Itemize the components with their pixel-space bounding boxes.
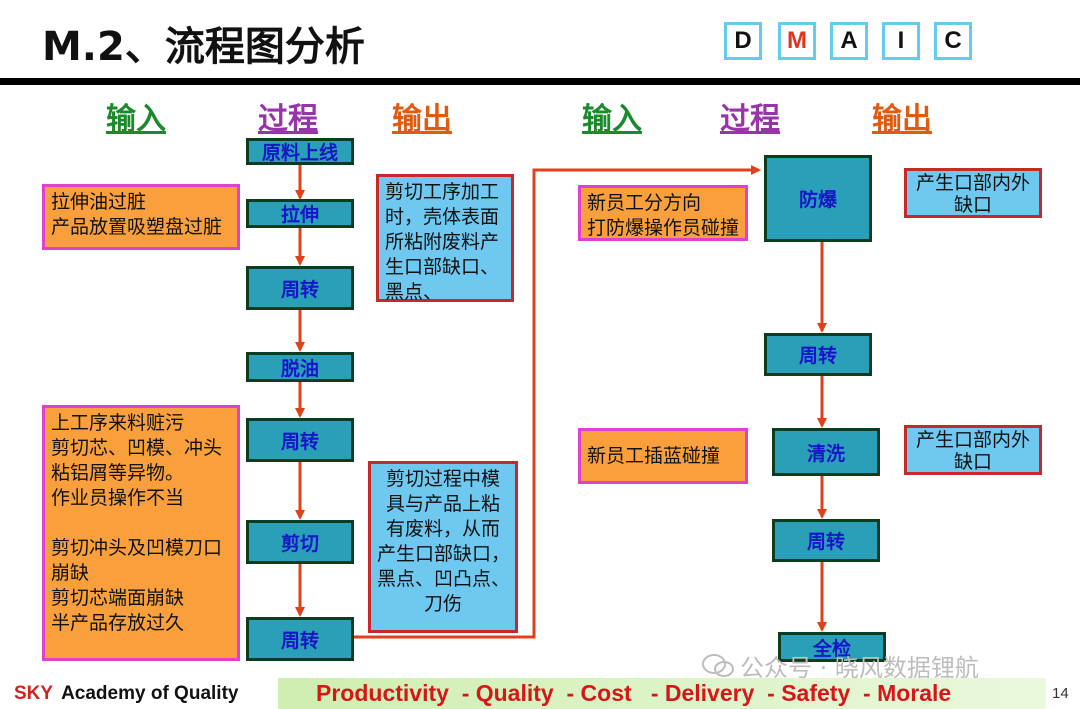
page-number: 14	[1052, 685, 1069, 702]
output-note: 剪切工序加工 时，壳体表面 所粘附废料产 生口部缺口、 黑点、	[376, 174, 514, 303]
process-step: 原料上线	[246, 138, 354, 165]
process-step: 剪切	[246, 520, 354, 564]
dmaic-d-box: D	[724, 22, 762, 60]
input-note: 上工序来料赃污 剪切芯、凹模、冲头 粘铝屑等异物。 作业员操作不当 剪切冲头及凹…	[42, 405, 240, 661]
dmaic-c-box: C	[934, 22, 972, 60]
output-note: 产生口部内外 缺口	[904, 425, 1042, 475]
footer-bar	[278, 678, 1046, 709]
left-input-header: 输入	[106, 102, 166, 137]
input-note: 拉伸油过脏 产品放置吸塑盘过脏	[42, 184, 240, 250]
footer-brand: SKY Academy of Quality	[14, 683, 238, 705]
dmaic-i-box: I	[882, 22, 920, 60]
process-step: 防爆	[764, 155, 872, 242]
right-output-header: 输出	[872, 102, 932, 137]
wechat-icon	[702, 653, 734, 677]
output-note: 产生口部内外 缺口	[904, 168, 1042, 218]
right-input-header: 输入	[582, 102, 642, 137]
process-step: 周转	[772, 519, 880, 562]
title-divider	[0, 78, 1080, 85]
dmaic-m-box: M	[778, 22, 816, 60]
footer-slogan: Productivity - Quality - Cost - Delivery…	[316, 680, 952, 706]
output-note: 剪切过程中模 具与产品上粘 有废料，从而 产生口部缺口， 黑点、凹凸点、 刀伤	[368, 461, 518, 633]
process-step: 周转	[246, 418, 354, 462]
process-step: 周转	[246, 266, 354, 310]
process-step: 脱油	[246, 352, 354, 382]
arrow-connector	[354, 165, 761, 639]
input-note: 新员工分方向 打防爆操作员碰撞	[578, 185, 748, 241]
footer-brand-sky: SKY	[14, 683, 54, 704]
process-step: 周转	[764, 333, 872, 376]
dmaic-a-box: A	[830, 22, 868, 60]
process-step: 清洗	[772, 428, 880, 476]
process-step: 全检	[778, 632, 886, 662]
left-process-header: 过程	[258, 102, 318, 137]
process-step: 拉伸	[246, 199, 354, 228]
input-note: 新员工插蓝碰撞	[578, 428, 748, 484]
footer-brand-rest: Academy of Quality	[61, 683, 239, 704]
right-process-header: 过程	[720, 102, 780, 137]
left-output-header: 输出	[392, 102, 452, 137]
process-step: 周转	[246, 617, 354, 661]
slide-title: M.2、流程图分析	[42, 24, 365, 70]
watermark: 公众号 · 晓风数据锂航	[702, 648, 979, 683]
watermark-text: 公众号 · 晓风数据锂航	[740, 654, 979, 682]
